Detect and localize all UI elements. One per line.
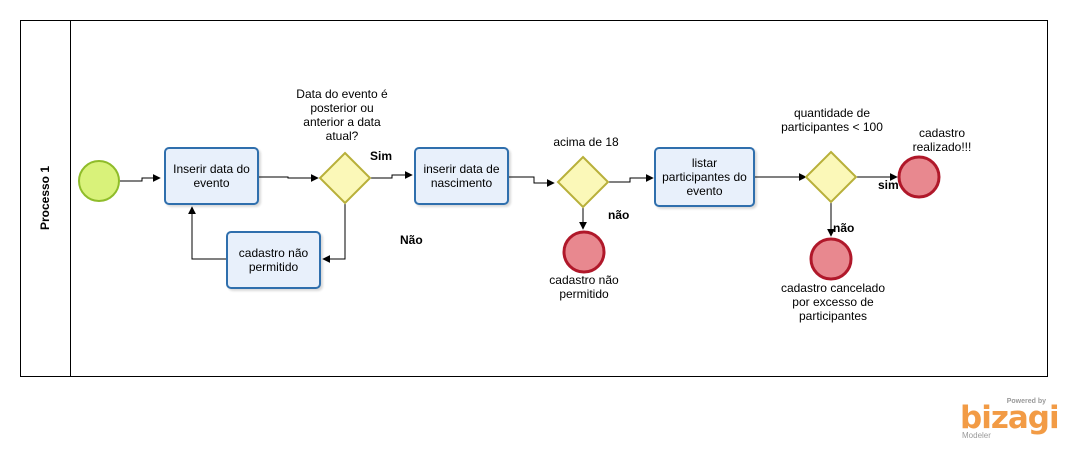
lane-header (20, 20, 71, 377)
flow-label-age-nao: não (608, 208, 630, 222)
flow-label-participants-sim: sim (878, 178, 899, 192)
gateway-participants-question: quantidade de participantes < 100 (781, 106, 883, 134)
flow-g1-yes-to-task3 (370, 171, 413, 179)
task-inserir-data-nascimento[interactable]: inserir data de nascimento (414, 147, 509, 205)
flow-start-to-task1 (120, 174, 161, 182)
pool-border (20, 20, 1048, 377)
gateway-date-question: Data do evento é posterior ou anterior a… (296, 87, 388, 143)
task-cadastro-nao-permitido[interactable]: cadastro não permitido (226, 231, 321, 289)
flow-task3-to-g2 (509, 176, 555, 187)
task-listar-participantes[interactable]: listar participantes do evento (654, 147, 755, 207)
end-minor-label: cadastro não permitido (549, 273, 619, 301)
bizagi-wordmark: bizagi (960, 400, 1060, 436)
bizagi-logo: Powered by bizagi Modeler (960, 398, 1060, 443)
flow-task1-to-g1 (258, 174, 319, 182)
powered-by-text: Powered by (1006, 398, 1046, 405)
modeler-text: Modeler (962, 431, 991, 440)
end-event-success[interactable] (897, 155, 941, 199)
end-success-label: cadastro realizado!!! (912, 126, 972, 154)
flow-g2-to-task4 (608, 174, 654, 183)
flow-label-nao: Não (400, 233, 423, 247)
flow-label-participants-nao: não (833, 221, 855, 235)
end-excess-label: cadastro cancelado por excesso de partic… (780, 281, 886, 323)
gateway-age-check[interactable] (556, 155, 610, 209)
end-event-excess[interactable] (809, 237, 853, 281)
flow-label-sim: Sim (370, 149, 393, 163)
task-inserir-data-evento[interactable]: Inserir data do evento (164, 147, 259, 205)
flow-task2-to-task1 (188, 206, 226, 260)
start-event[interactable] (78, 160, 120, 202)
gateway-participants-check[interactable] (804, 150, 858, 204)
lane-title: Processo 1 (38, 165, 52, 231)
end-event-minor[interactable] (562, 230, 606, 274)
gateway-age-question: acima de 18 (553, 135, 619, 149)
gateway-date-check[interactable] (318, 151, 372, 205)
flow-g1-no-to-task2 (322, 203, 346, 263)
